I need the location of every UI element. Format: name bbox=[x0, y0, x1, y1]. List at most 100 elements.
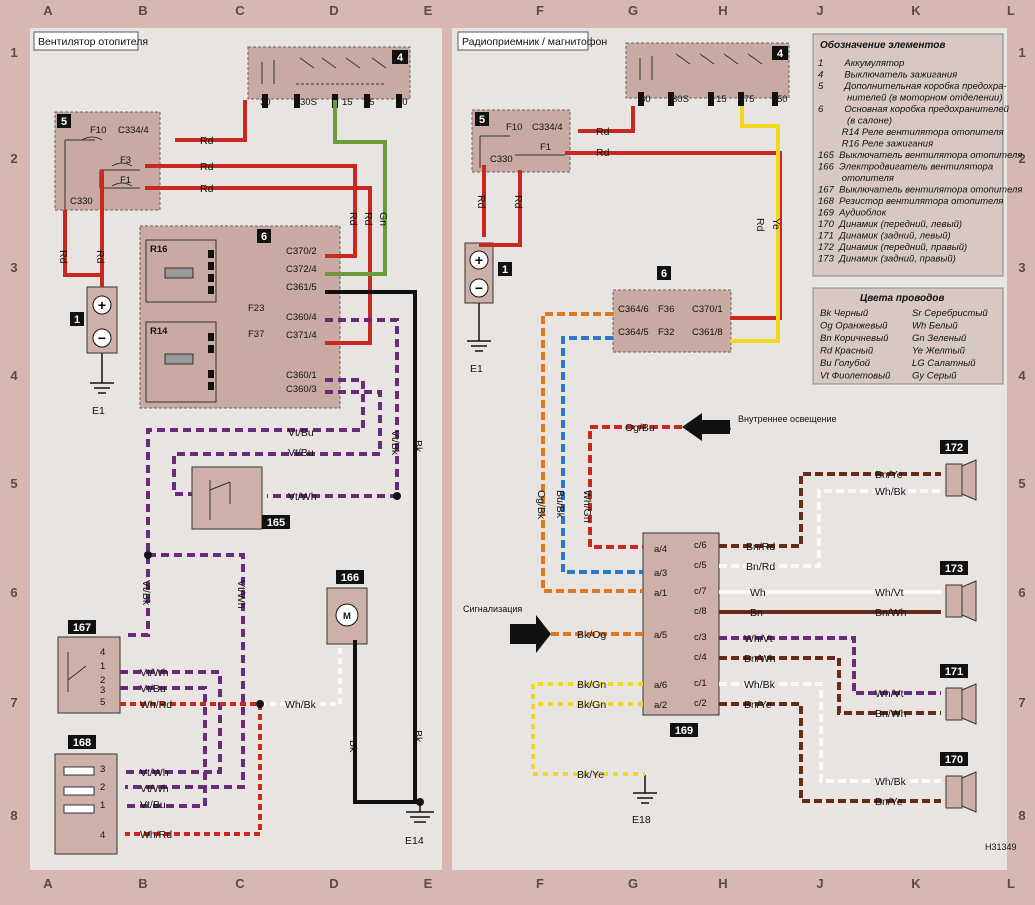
grid-col-label: J bbox=[816, 3, 823, 18]
svg-text:Bk/Gn: Bk/Gn bbox=[577, 699, 606, 711]
svg-text:168: 168 bbox=[73, 737, 91, 749]
svg-text:Rd: Rd bbox=[512, 195, 524, 209]
right-diagram: Радиоприемник / магнитофон 4 30 30S 15 7… bbox=[457, 31, 1022, 852]
svg-text:Bu/Bk: Bu/Bk bbox=[554, 490, 566, 519]
grid-row-label: 5 bbox=[1018, 476, 1025, 491]
svg-text:Rd: Rd bbox=[57, 250, 69, 264]
right-wires bbox=[479, 106, 941, 803]
svg-text:C361/5: C361/5 bbox=[286, 282, 317, 293]
grid-row-label: 4 bbox=[1018, 368, 1026, 383]
grid-col-label: G bbox=[628, 876, 638, 891]
grid-col-label: F bbox=[536, 3, 544, 18]
wire-color-entry: Vt Фиолетовый bbox=[820, 371, 891, 382]
wire-color-entry: Bu Голубой bbox=[820, 358, 871, 369]
svg-text:F37: F37 bbox=[248, 329, 264, 340]
speaker-171: 171 bbox=[940, 664, 977, 725]
grid-row-label: 8 bbox=[1018, 808, 1025, 823]
wire-color-entry: Wh Белый bbox=[912, 321, 958, 332]
legend-item: R16 Реле зажигания bbox=[818, 139, 933, 150]
left-fuse-box-6: 6 R16 R14 F23 F37 C370/2 C372/4 C361/5 C… bbox=[139, 225, 341, 409]
wire-color-entry: Gy Серый bbox=[912, 371, 957, 382]
svg-text:Bk: Bk bbox=[347, 740, 359, 753]
svg-text:Сигнализация: Сигнализация bbox=[463, 604, 522, 614]
svg-text:Bn/Wh: Bn/Wh bbox=[875, 708, 907, 720]
legend-item: 170 Динамик (передний, левый) bbox=[818, 219, 962, 230]
legend-item: 4 Выключатель зажигания bbox=[818, 70, 957, 81]
svg-text:Bn/Ye: Bn/Ye bbox=[875, 796, 903, 808]
legend-item: 172 Динамик (передний, правый) bbox=[818, 242, 967, 253]
svg-text:2: 2 bbox=[100, 675, 105, 686]
left-title: Вентилятор отопителя bbox=[38, 36, 148, 48]
svg-text:1: 1 bbox=[100, 800, 105, 811]
left-wire-labels: Rd Rd Rd Rd Rd Rd Rd Gn Bk Bk Bk Vt/Bk V… bbox=[57, 135, 424, 841]
svg-text:F36: F36 bbox=[658, 304, 674, 315]
speaker-172: 172 bbox=[940, 440, 977, 501]
svg-text:C360/4: C360/4 bbox=[286, 312, 317, 323]
svg-text:a/4: a/4 bbox=[654, 544, 667, 555]
svg-text:5: 5 bbox=[61, 116, 67, 128]
right-alarm-arrow: Сигнализация bbox=[463, 604, 551, 653]
grid-col-label: E bbox=[424, 3, 433, 18]
svg-text:F10: F10 bbox=[506, 122, 522, 133]
svg-text:1: 1 bbox=[74, 314, 80, 326]
right-fuse-box-6: 6 C364/6 F36 C370/1 C364/5 F32 C361/8 bbox=[612, 266, 732, 353]
svg-text:Wh/Bk: Wh/Bk bbox=[875, 486, 907, 498]
wire-color-entry: Ye Желтый bbox=[912, 346, 966, 357]
svg-text:170: 170 bbox=[945, 754, 963, 766]
svg-text:Wh/Bk: Wh/Bk bbox=[875, 776, 907, 788]
svg-text:C370/2: C370/2 bbox=[286, 246, 317, 257]
svg-text:Bk: Bk bbox=[412, 440, 424, 453]
svg-text:R14: R14 bbox=[150, 326, 168, 337]
svg-text:15: 15 bbox=[716, 94, 727, 105]
grid-col-label: B bbox=[138, 876, 147, 891]
svg-text:c/2: c/2 bbox=[694, 698, 707, 709]
svg-text:Vt/Bu: Vt/Bu bbox=[288, 447, 314, 459]
legend-item: нителей (в моторном отделении) bbox=[818, 93, 1003, 104]
svg-text:4: 4 bbox=[397, 52, 404, 64]
svg-text:1: 1 bbox=[502, 264, 508, 276]
left-wires bbox=[63, 100, 420, 836]
svg-text:F32: F32 bbox=[658, 327, 674, 338]
grid-row-label: 6 bbox=[1018, 585, 1025, 600]
wire-color-entry: LG Салатный bbox=[912, 358, 976, 369]
svg-text:M: M bbox=[343, 611, 351, 622]
grid-col-label: L bbox=[1007, 876, 1015, 891]
right-fuse-box-5: 5 F10 C334/4 F1 C330 bbox=[471, 109, 571, 173]
svg-text:C370/1: C370/1 bbox=[692, 304, 723, 315]
svg-text:F10: F10 bbox=[90, 125, 106, 136]
svg-text:Wh/Vt: Wh/Vt bbox=[875, 587, 904, 599]
svg-text:1: 1 bbox=[100, 661, 105, 672]
right-ground-e1: E1 bbox=[467, 303, 491, 375]
svg-text:C372/4: C372/4 bbox=[286, 264, 317, 275]
svg-text:Цвета проводов: Цвета проводов bbox=[860, 293, 944, 304]
svg-text:4: 4 bbox=[100, 830, 105, 841]
grid-row-label: 3 bbox=[10, 260, 17, 275]
svg-text:E1: E1 bbox=[470, 363, 483, 375]
wire-color-entry: Gn Зеленый bbox=[912, 333, 967, 344]
svg-text:Og/Bu: Og/Bu bbox=[625, 422, 655, 434]
legend-item: 165 Выключатель вентилятора отопителя bbox=[818, 150, 1022, 161]
grid-col-label: A bbox=[43, 876, 53, 891]
grid-row-label: 7 bbox=[10, 695, 17, 710]
svg-text:Rd: Rd bbox=[347, 212, 359, 226]
svg-text:Rd: Rd bbox=[94, 250, 106, 264]
svg-text:a/3: a/3 bbox=[654, 568, 667, 579]
svg-text:30: 30 bbox=[640, 94, 651, 105]
svg-text:30S: 30S bbox=[672, 94, 689, 105]
right-ground-e18: E18 bbox=[632, 775, 657, 826]
svg-text:C361/8: C361/8 bbox=[692, 327, 723, 338]
grid-col-label: A bbox=[43, 3, 53, 18]
grid-row-label: 2 bbox=[1018, 151, 1025, 166]
legend-item: 5 Дополнительная коробка предохра- bbox=[818, 81, 1007, 92]
left-battery: + − 1 bbox=[70, 286, 118, 354]
grid-col-label: G bbox=[628, 3, 638, 18]
svg-text:Vt/Wh: Vt/Wh bbox=[235, 580, 247, 609]
right-arrow-14g5: 14/G5 Внутреннее освещение bbox=[682, 413, 837, 441]
svg-text:Bn/Ye: Bn/Ye bbox=[744, 699, 772, 711]
legend-item: (в салоне) bbox=[818, 116, 892, 127]
svg-text:Bn/Rd: Bn/Rd bbox=[746, 561, 775, 573]
grid-col-label: B bbox=[138, 3, 147, 18]
left-title-box bbox=[33, 31, 139, 51]
